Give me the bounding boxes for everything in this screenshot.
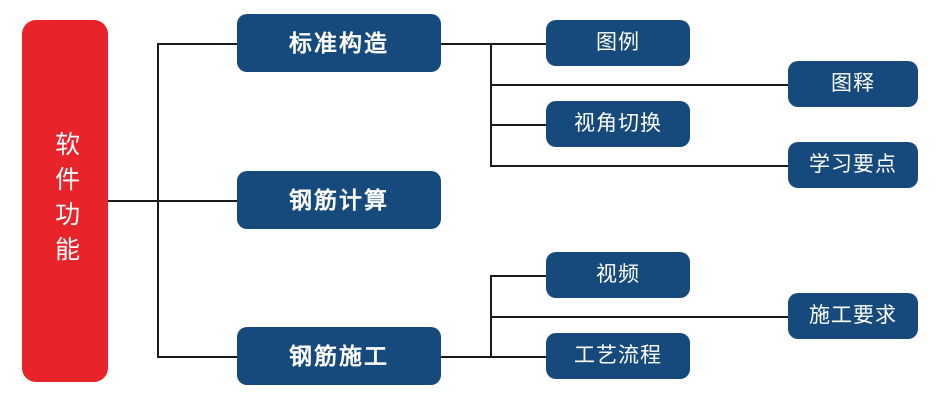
branch-node-label: 钢筋计算 (289, 186, 389, 213)
branch-node-label: 标准构造 (289, 29, 389, 56)
connector-sub3-child2 (490, 316, 788, 318)
connector-spine-to-branch-3 (157, 356, 237, 358)
root-node-label: 软件功能 (51, 131, 80, 271)
connector-sub3-child1 (490, 275, 546, 277)
leaf-node-process-flow[interactable]: 工艺流程 (546, 333, 690, 379)
branch-node-label: 钢筋施工 (289, 342, 389, 369)
connector-branch3-to-subspine (441, 356, 491, 358)
connector-spine-to-branch-1 (157, 43, 237, 45)
root-node-software-function[interactable]: 软件功能 (22, 20, 108, 382)
connector-root-to-spine (108, 200, 158, 202)
connector-branch1-to-subspine (441, 43, 491, 45)
connector-sub1-child1 (490, 43, 546, 45)
leaf-node-label: 学习要点 (809, 152, 897, 176)
leaf-node-label: 视频 (596, 262, 640, 286)
leaf-node-label: 图例 (596, 30, 640, 54)
branch-node-rebar-calculation[interactable]: 钢筋计算 (237, 171, 441, 229)
connector-sub1-child3 (490, 124, 546, 126)
branch-node-rebar-construction[interactable]: 钢筋施工 (237, 327, 441, 385)
connector-spine-to-branch-2 (157, 200, 237, 202)
leaf-node-video[interactable]: 视频 (546, 252, 690, 298)
branch-node-standard-structure[interactable]: 标准构造 (237, 14, 441, 72)
connector-sub1-child2 (490, 84, 788, 86)
connector-subspine-1 (490, 43, 492, 165)
leaf-node-illustration[interactable]: 图释 (788, 61, 918, 107)
leaf-node-label: 视角切换 (574, 111, 662, 135)
leaf-node-legend[interactable]: 图例 (546, 20, 690, 66)
leaf-node-study-points[interactable]: 学习要点 (788, 142, 918, 188)
connector-sub3-child3 (490, 356, 546, 358)
leaf-node-label: 施工要求 (809, 303, 897, 327)
connector-sub1-child4 (490, 165, 788, 167)
leaf-node-label: 工艺流程 (574, 343, 662, 367)
leaf-node-view-switch[interactable]: 视角切换 (546, 101, 690, 147)
leaf-node-label: 图释 (831, 71, 875, 95)
leaf-node-construction-requirements[interactable]: 施工要求 (788, 293, 918, 339)
